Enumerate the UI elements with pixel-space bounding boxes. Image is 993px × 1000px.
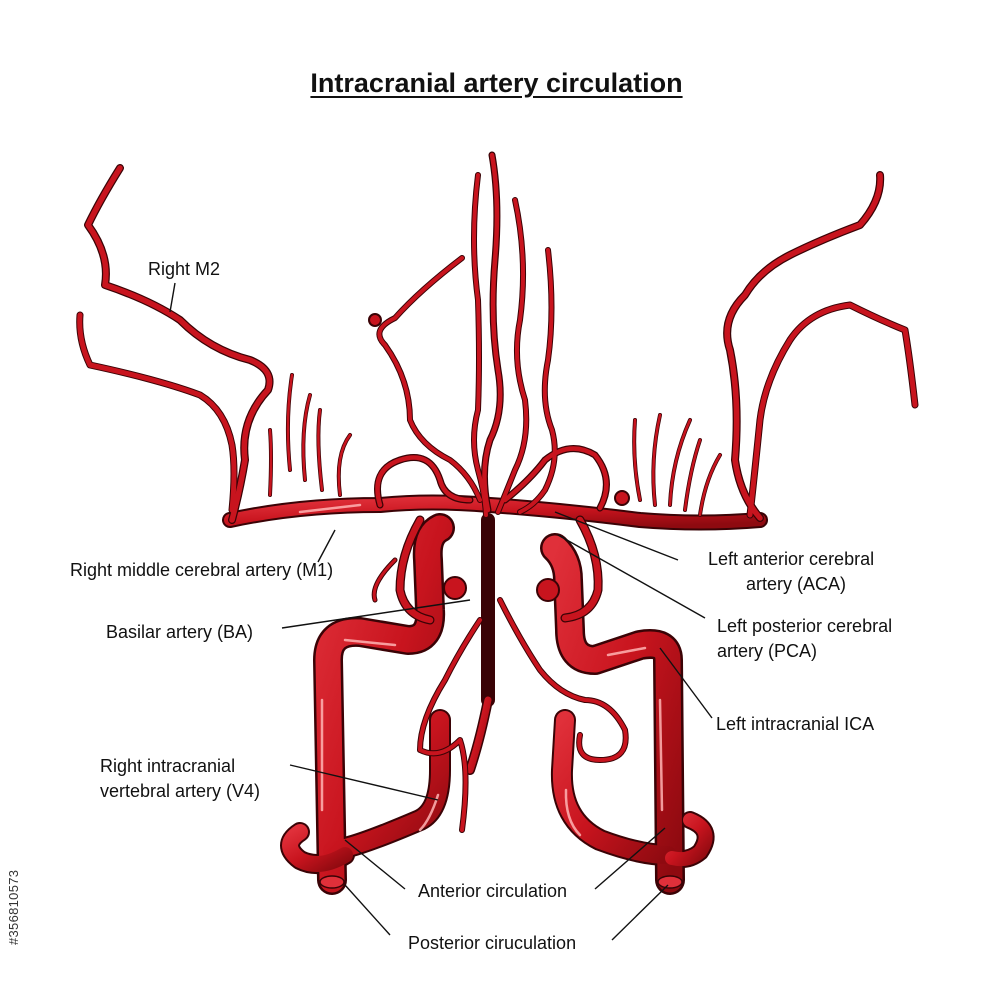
vessel-highlights: [298, 503, 664, 837]
page-title: Intracranial artery circulation: [310, 68, 683, 98]
label-posterior-circulation: Posterior ciruculation: [408, 933, 577, 953]
label-left-aca: Left anterior cerebral artery (ACA): [708, 547, 948, 597]
label-right-v4-line2: vertebral artery (V4): [100, 781, 261, 801]
label-right-v4: Right intracranial vertebral artery (V4): [100, 754, 300, 804]
label-left-ica: Left intracranial ICA: [716, 714, 875, 734]
label-left-pca: Left posterior cerebral artery (PCA): [717, 614, 957, 664]
branch-vessels-fill: [77, 152, 918, 832]
label-left-aca-line2: artery (ACA): [746, 574, 847, 594]
label-right-v4-line1: Right intracranial: [100, 756, 236, 776]
label-left-pca-line2: artery (PCA): [717, 641, 818, 661]
label-left-aca-line1: Left anterior cerebral: [708, 549, 875, 569]
vessel-bulbs: [319, 313, 683, 889]
leader-lines: [169, 282, 713, 941]
label-right-m1: Right middle cerebral artery (M1): [70, 560, 334, 580]
label-anterior-circulation: Anterior circulation: [418, 881, 568, 901]
label-left-pca-line1: Left posterior cerebral: [717, 616, 893, 636]
label-basilar-artery: Basilar artery (BA): [106, 622, 254, 642]
stock-id-text: #356810573: [6, 869, 21, 945]
label-right-m2: Right M2: [148, 259, 221, 279]
